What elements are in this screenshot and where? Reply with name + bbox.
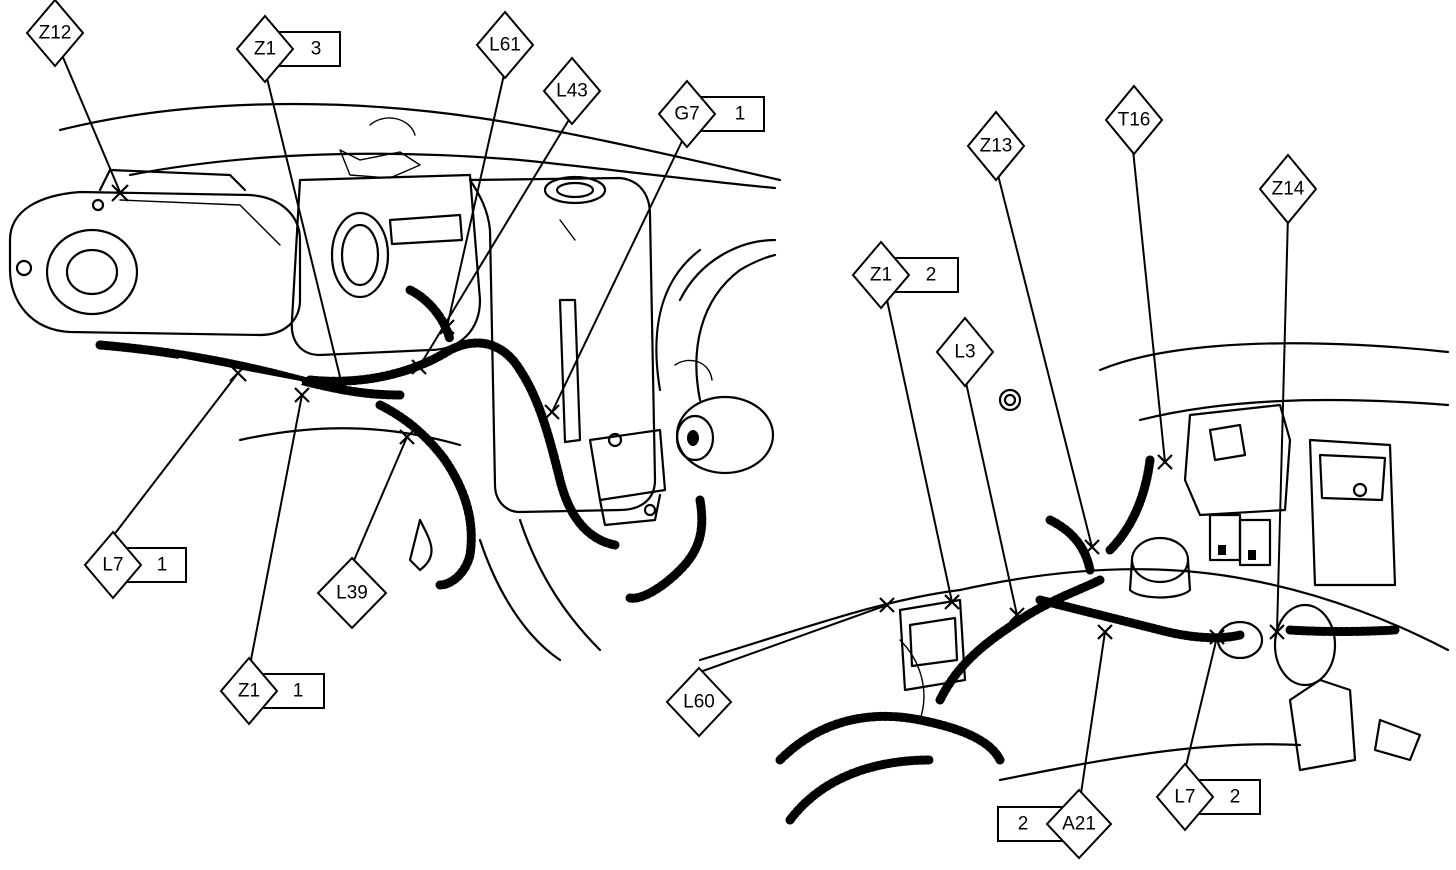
air-intake-box <box>290 173 482 357</box>
callout-z1-1: Z1 1 <box>219 656 325 726</box>
fluid-pump <box>998 388 1192 599</box>
svg-text:T16: T16 <box>1118 110 1151 131</box>
right-engine-view <box>698 342 1450 825</box>
svg-text:L7: L7 <box>1174 787 1195 808</box>
connector-marks <box>111 184 1285 645</box>
callout-l60: L60 <box>665 666 733 738</box>
callout-l3: L3 <box>935 316 995 388</box>
svg-text:L43: L43 <box>556 81 588 102</box>
svg-text:Z14: Z14 <box>1272 179 1305 200</box>
svg-text:1: 1 <box>293 681 304 702</box>
svg-text:Z13: Z13 <box>980 136 1013 157</box>
svg-text:2: 2 <box>1018 814 1029 835</box>
svg-text:G7: G7 <box>674 104 699 125</box>
wiper-motor <box>8 168 302 337</box>
svg-text:1: 1 <box>157 555 168 576</box>
callout-l7-2: L7 2 <box>1155 762 1261 832</box>
svg-text:2: 2 <box>1230 787 1241 808</box>
svg-text:3: 3 <box>311 39 322 60</box>
svg-text:L61: L61 <box>489 35 521 56</box>
callout-t16: T16 <box>1104 84 1164 156</box>
relay-cluster <box>1208 513 1272 567</box>
svg-text:A21: A21 <box>1062 814 1096 835</box>
callout-z12: Z12 <box>25 0 85 68</box>
callout-z1-2: Z1 2 <box>851 240 959 310</box>
callout-l43: L43 <box>542 56 602 126</box>
left-engine-view <box>8 102 782 662</box>
svg-text:L39: L39 <box>336 583 368 604</box>
svg-text:Z1: Z1 <box>254 39 276 60</box>
callout-z13: Z13 <box>966 110 1026 182</box>
callout-z14: Z14 <box>1258 153 1318 225</box>
svg-text:L60: L60 <box>683 692 715 713</box>
coolant-reservoir <box>468 175 657 514</box>
brake-reservoir <box>1183 403 1397 587</box>
callout-l61: L61 <box>475 10 535 80</box>
callout-l39: L39 <box>316 556 388 630</box>
callout-g7-1: G7 1 <box>657 79 765 149</box>
callout-a21-2: 2 A21 <box>997 788 1113 860</box>
svg-text:1: 1 <box>735 104 746 125</box>
relay-module <box>588 428 667 527</box>
svg-text:2: 2 <box>926 265 937 286</box>
right-harness <box>775 455 1400 825</box>
svg-text:Z12: Z12 <box>39 23 72 44</box>
svg-text:Z1: Z1 <box>870 265 892 286</box>
svg-text:Z1: Z1 <box>238 681 260 702</box>
left-harness <box>95 285 707 603</box>
leader-lines <box>61 54 1289 801</box>
callout-z1-3: Z1 3 <box>235 14 341 84</box>
callout-l7-1: L7 1 <box>83 530 187 600</box>
fuse-block <box>898 598 967 692</box>
svg-text:L7: L7 <box>102 555 123 576</box>
horn <box>675 395 775 475</box>
svg-text:L3: L3 <box>954 342 975 363</box>
